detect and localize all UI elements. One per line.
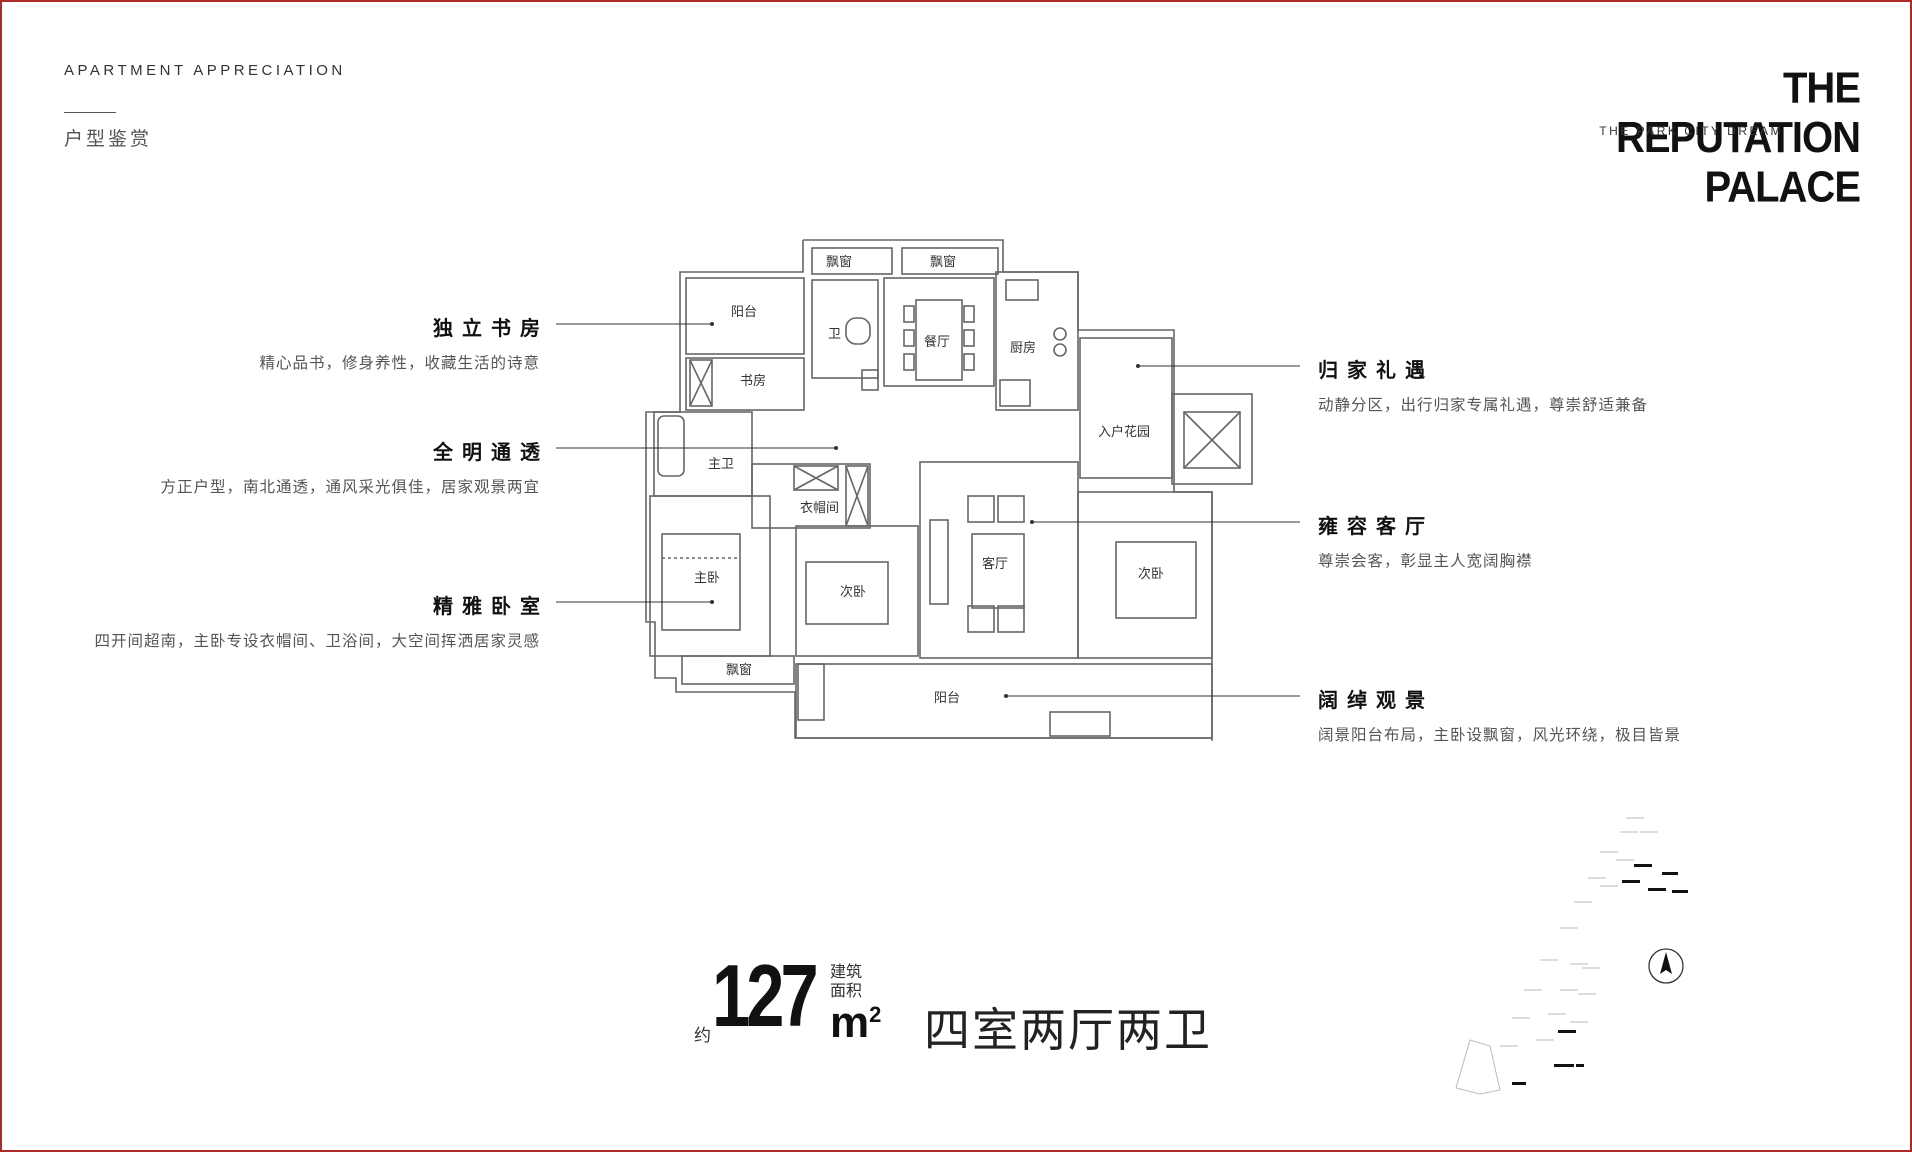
unit-text: m <box>830 998 870 1047</box>
unit-superscript: 2 <box>869 1002 882 1027</box>
room-label: 次卧 <box>840 584 866 600</box>
feature-desc: 尊崇会客，彰显主人宽阔胸襟 <box>1318 553 1533 570</box>
area-unit: m2 <box>830 998 881 1048</box>
room-label: 飘窗 <box>726 662 752 678</box>
feature-bedroom: 精雅卧室 四开间超南，主卧专设衣帽间、卫浴间，大空间挥洒居家灵感 <box>94 590 540 651</box>
feature-title: 阔绰观景 <box>1318 690 1434 712</box>
feature-desc: 精心品书，修身养性，收藏生活的诗意 <box>259 355 540 372</box>
room-label: 衣帽间 <box>800 500 839 516</box>
room-label: 飘窗 <box>826 254 852 270</box>
room-label: 卫 <box>828 327 841 342</box>
room-label: 阳台 <box>731 305 757 320</box>
site-map <box>1455 817 1658 1095</box>
brand-logo: THE REPUTATION PALACE <box>1615 64 1861 212</box>
feature-title: 独立书房 <box>433 318 549 340</box>
layout-type: 四室两厅两卫 <box>924 1004 1212 1056</box>
room-label: 主卫 <box>708 457 734 472</box>
feature-title: 全明通透 <box>433 442 549 464</box>
feature-title: 精雅卧室 <box>433 596 549 618</box>
room-label: 飘窗 <box>930 254 956 270</box>
section-title-en: APARTMENT APPRECIATION <box>64 62 346 79</box>
feature-desc: 动静分区，出行归家专属礼遇，尊崇舒适兼备 <box>1318 397 1649 414</box>
room-label: 主卧 <box>694 571 720 586</box>
feature-title: 归家礼遇 <box>1318 360 1434 382</box>
feature-homecoming: 归家礼遇 动静分区，出行归家专属礼遇，尊崇舒适兼备 <box>1318 354 1648 415</box>
area-number: 127 <box>712 946 819 1045</box>
room-label: 餐厅 <box>924 334 950 350</box>
feature-desc: 阔景阳台布局，主卧设飘窗，风光环绕，极目皆景 <box>1318 727 1682 744</box>
room-label: 客厅 <box>982 556 1008 572</box>
brand-tagline: THE PARK CITY DREAM <box>1599 124 1783 138</box>
feature-study: 独立书房 精心品书，修身养性，收藏生活的诗意 <box>259 312 540 373</box>
room-label: 阳台 <box>934 691 960 706</box>
room-label: 入户花园 <box>1098 424 1150 440</box>
room-label: 书房 <box>740 373 766 389</box>
feature-desc: 四开间超南，主卧专设衣帽间、卫浴间，大空间挥洒居家灵感 <box>94 633 540 650</box>
feature-view: 阔绰观景 阔景阳台布局，主卧设飘窗，风光环绕，极目皆景 <box>1318 684 1681 745</box>
feature-living: 雍容客厅 尊崇会客，彰显主人宽阔胸襟 <box>1318 510 1533 571</box>
title-divider <box>64 112 116 113</box>
section-title-zh: 户型鉴赏 <box>64 129 153 150</box>
north-arrow-icon <box>1648 948 1684 984</box>
approx-label: 约 <box>694 1026 711 1045</box>
room-label: 次卧 <box>1138 566 1164 582</box>
feature-title: 雍容客厅 <box>1318 516 1434 538</box>
feature-transparency: 全明通透 方正户型，南北通透，通风采光俱佳，居家观景两宜 <box>160 436 540 497</box>
feature-desc: 方正户型，南北通透，通风采光俱佳，居家观景两宜 <box>160 479 540 496</box>
room-label: 厨房 <box>1010 340 1036 356</box>
area-label: 建筑面积 <box>830 964 863 1000</box>
